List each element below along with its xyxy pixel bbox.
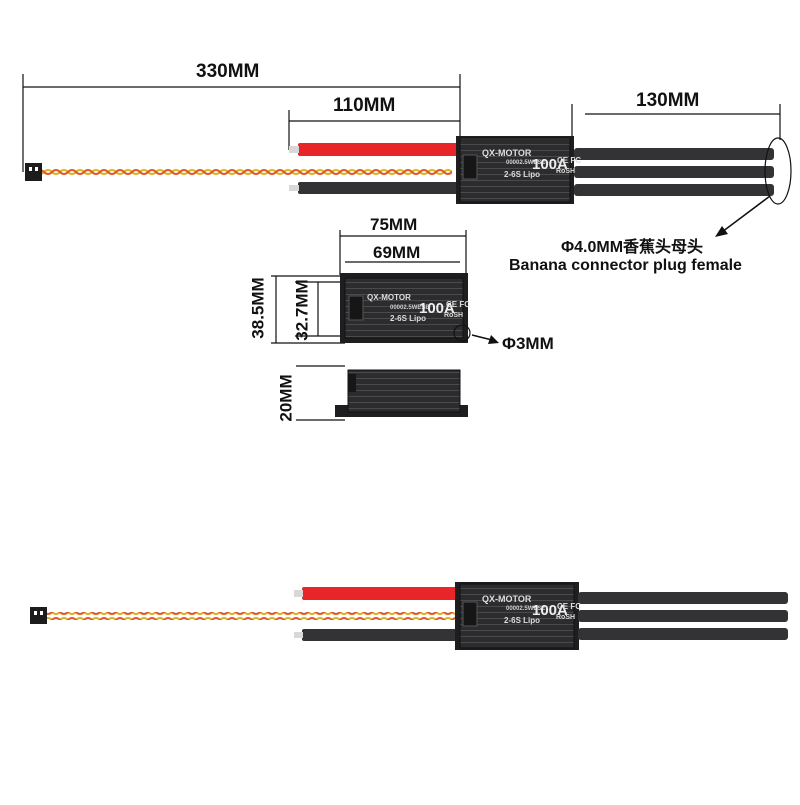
power-wire-length-label: 110MM (333, 95, 396, 116)
bottom-motor-wire-a (578, 592, 788, 604)
connector-arrow (721, 195, 771, 233)
dimension-lines-side (296, 365, 345, 421)
esc-current-top: 100A (532, 156, 568, 173)
dimension-lines-front (271, 230, 467, 344)
signal-plug (25, 163, 42, 181)
overall-width-label: 75MM (370, 215, 418, 234)
side-esc-body (347, 369, 461, 413)
body-height-label: 32.7MM (292, 279, 312, 341)
esc-brand-front: QX-MOTOR (367, 293, 411, 302)
esc-current-bottom: 100A (532, 602, 568, 619)
bottom-esc-assembly (30, 582, 788, 650)
esc-cert-bottom: CE FC (557, 602, 581, 611)
esc-cells-top: 2-6S Lipo (504, 170, 541, 179)
esc-cert-front: CE FC (446, 300, 470, 309)
esc-model-code-top: 00002.5WESE (506, 160, 546, 166)
signal-wire (42, 168, 452, 176)
motor-wire-c (574, 184, 774, 196)
esc-cells-bottom: 2-6S Lipo (504, 616, 541, 625)
connector-note-en: Banana connector plug female (509, 257, 742, 274)
bottom-black-wire (302, 629, 460, 641)
side-view (296, 365, 468, 421)
connector-highlight (764, 137, 792, 205)
esc-body (459, 137, 571, 203)
esc-rohs-front: RoSH (444, 312, 464, 319)
bottom-signal-wire (47, 612, 455, 620)
esc-rohs-bottom: RoSH (556, 614, 576, 621)
bottom-motor-wire-c (578, 628, 788, 640)
hole-highlight (453, 324, 471, 342)
front-view (271, 230, 499, 344)
motor-wire-b (574, 166, 774, 178)
top-esc-assembly (22, 74, 792, 237)
bottom-esc-body (459, 583, 575, 649)
thickness-label: 20MM (276, 374, 296, 422)
overall-height-label: 38.5MM (248, 277, 268, 339)
total-length-label: 330MM (196, 61, 260, 82)
bottom-red-wire (302, 587, 460, 600)
hole-diameter-label: Φ3MM (502, 334, 554, 353)
esc-brand-bottom: QX-MOTOR (482, 594, 532, 604)
body-width-label: 69MM (373, 243, 421, 262)
motor-wire-length-label: 130MM (636, 90, 700, 111)
dimension-lines-top (22, 74, 781, 172)
black-power-wire (298, 182, 460, 194)
esc-brand-top: QX-MOTOR (482, 148, 532, 158)
front-esc-body (344, 277, 464, 339)
esc-model-code-front: 00002.5WESE (390, 305, 430, 311)
esc-rohs-top: RoSH (556, 168, 576, 175)
motor-wire-a (574, 148, 774, 160)
bottom-motor-wire-b (578, 610, 788, 622)
esc-model-code-bottom: 00002.5WESE (506, 606, 546, 612)
esc-cert-top: CE FC (557, 156, 581, 165)
bottom-signal-plug (30, 607, 47, 624)
esc-cells-front: 2-6S Lipo (390, 314, 427, 323)
esc-current-front: 100A (419, 300, 455, 317)
red-power-wire (298, 143, 460, 156)
connector-note-cn: Φ4.0MM香蕉头母头 (561, 239, 704, 256)
